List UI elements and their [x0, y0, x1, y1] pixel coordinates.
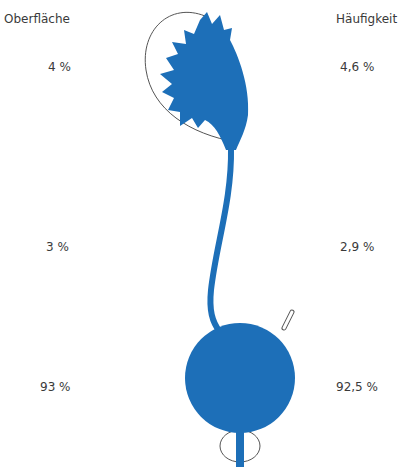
ureter — [210, 148, 231, 332]
percentage-value: 4 % — [48, 60, 71, 74]
urethra — [236, 425, 244, 467]
percentage-value: 3 % — [46, 240, 69, 254]
ureter-orifice-mark — [284, 312, 292, 328]
renal-pelvis — [160, 12, 248, 150]
column-heading: Oberfläche — [4, 12, 70, 26]
ureter-orifice-mark — [284, 312, 292, 328]
percentage-value: 4,6 % — [340, 60, 374, 74]
percentage-value: 2,9 % — [340, 240, 374, 254]
column-heading: Häufigkeit — [336, 12, 397, 26]
percentage-value: 92,5 % — [336, 380, 378, 394]
bladder — [185, 323, 295, 433]
percentage-value: 93 % — [40, 380, 71, 394]
